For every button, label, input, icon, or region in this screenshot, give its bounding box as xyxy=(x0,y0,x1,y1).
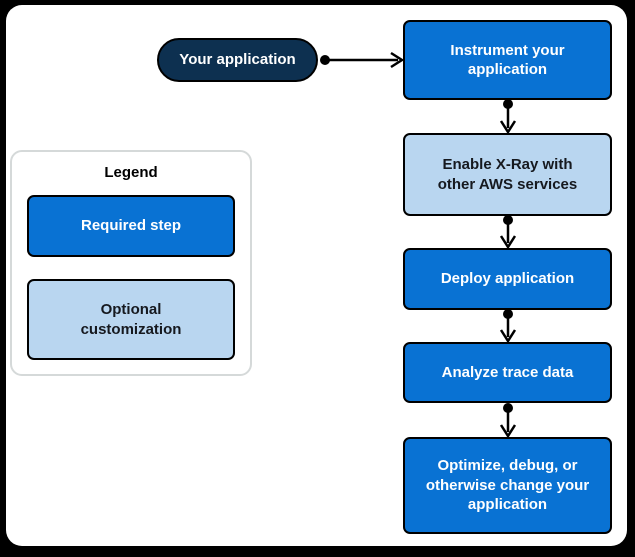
arrow-enable-to-deploy xyxy=(499,215,517,250)
flow-step-optimize-debug-change: Optimize, debug, or otherwise change you… xyxy=(403,437,612,534)
arrow-instrument-to-enable xyxy=(499,99,517,135)
flow-step-enable-xray-services: Enable X-Ray with other AWS services xyxy=(403,133,612,216)
flow-step-analyze-trace-data: Analyze trace data xyxy=(403,342,612,403)
diagram-canvas: Your application Instrument your applica… xyxy=(6,5,627,546)
legend-panel: Legend Required step Optional customizat… xyxy=(10,150,252,376)
flow-step-instrument-application: Instrument your application xyxy=(403,20,612,100)
arrow-deploy-to-analyze xyxy=(499,309,517,344)
flow-step-deploy-application: Deploy application xyxy=(403,248,612,310)
arrow-analyze-to-optimize xyxy=(499,403,517,439)
node-your-application: Your application xyxy=(157,38,318,82)
legend-item-required-step: Required step xyxy=(27,195,235,257)
legend-item-optional-customization: Optional customization xyxy=(27,279,235,360)
legend-title: Legend xyxy=(104,164,158,181)
arrow-application-to-instrument xyxy=(320,51,405,69)
